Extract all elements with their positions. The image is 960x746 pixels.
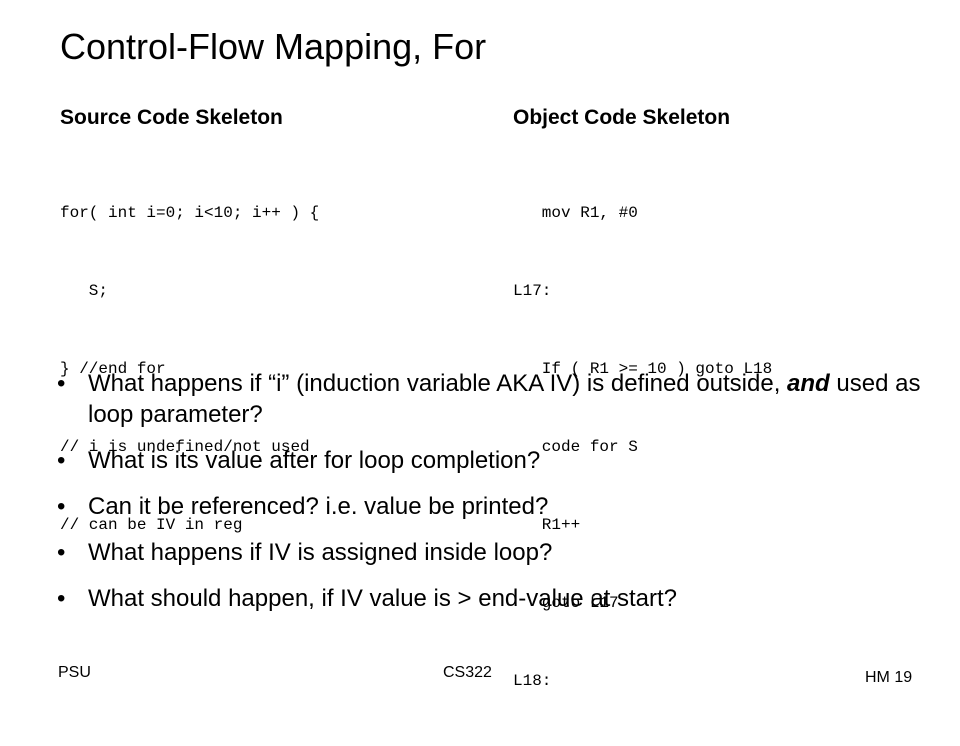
bullet-item: • Can it be referenced? i.e. value be pr… — [55, 491, 925, 522]
bullet-text: What should happen, if IV value is > end… — [88, 585, 678, 612]
object-code-heading: Object Code Skeleton — [513, 106, 731, 129]
bullet-item: • What is its value after for loop compl… — [55, 445, 925, 476]
bullet-dot-icon: • — [57, 585, 66, 612]
bullet-dot-icon: • — [57, 539, 66, 566]
object-code-line: code for S — [513, 438, 638, 456]
bullet-item: • What happens if “i” (induction variabl… — [55, 368, 925, 430]
object-code-line: If ( R1 >= 10 ) goto L18 — [513, 360, 773, 378]
object-code-line: goto L17 — [513, 594, 619, 612]
slide-title: Control-Flow Mapping, For — [60, 26, 487, 67]
bullet-dot-icon: • — [57, 447, 66, 474]
bullet-text: Can it be referenced? i.e. value be prin… — [88, 493, 549, 520]
source-code-line: // i is undefined/not used — [60, 438, 310, 456]
object-code-line: mov R1, #0 — [513, 204, 638, 222]
footer-left: PSU — [58, 664, 91, 681]
footer-center: CS322 — [443, 664, 492, 681]
source-code-heading: Source Code Skeleton — [60, 106, 283, 129]
bullet-text-part: used as loop parameter? — [88, 370, 921, 428]
source-code-line: for( int i=0; i<10; i++ ) { — [60, 204, 320, 222]
footer-right: HM 19 — [865, 669, 913, 686]
bullet-text: What happens if IV is assigned inside lo… — [88, 539, 553, 566]
bullet-dot-icon: • — [57, 370, 66, 397]
bullet-dot-icon: • — [57, 493, 66, 520]
object-code-line: R1++ — [513, 516, 581, 534]
bullet-text: What is its value after for loop complet… — [88, 447, 541, 474]
slide: Control-Flow Mapping, For Source Code Sk… — [55, 26, 925, 690]
bullet-item: • What should happen, if IV value is > e… — [55, 583, 925, 614]
bullet-emphasis: and — [787, 370, 830, 397]
bullet-text-part: What happens if “i” (induction variable … — [88, 370, 788, 397]
bullet-item: • What happens if IV is assigned inside … — [55, 537, 925, 568]
object-code-block: mov R1, #0 L17: If ( R1 >= 10 ) goto L18… — [513, 148, 772, 746]
source-code-line: } //end for — [60, 360, 166, 378]
bullet-list: • What happens if “i” (induction variabl… — [55, 368, 925, 629]
source-code-block: for( int i=0; i<10; i++ ) { S; } //end f… — [60, 148, 319, 590]
object-code-line: L18: — [513, 672, 552, 690]
object-code-line: L17: — [513, 282, 552, 300]
source-code-line: S; — [60, 282, 109, 300]
source-code-line: // can be IV in reg — [60, 516, 243, 534]
